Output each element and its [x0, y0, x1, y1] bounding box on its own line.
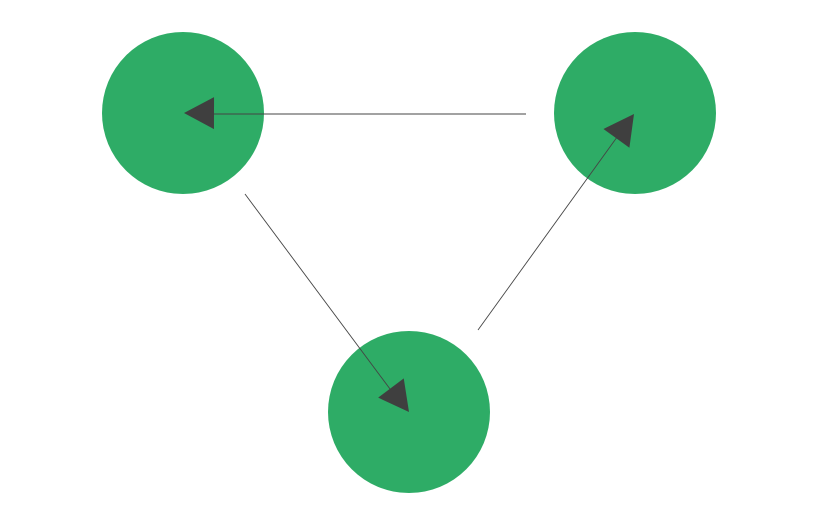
node-left [102, 32, 264, 194]
edge-left-to-bottom [244, 193, 394, 394]
edges-layer [213, 113, 621, 394]
edge-bottom-to-right [477, 132, 621, 331]
arrowheads-layer [184, 97, 634, 412]
arrowhead-left-to-bottom-icon [378, 378, 409, 412]
nodes-layer [102, 32, 716, 493]
node-right [554, 32, 716, 194]
arrowhead-right-to-left-icon [184, 97, 215, 130]
arrowhead-bottom-to-right-icon [603, 114, 634, 148]
